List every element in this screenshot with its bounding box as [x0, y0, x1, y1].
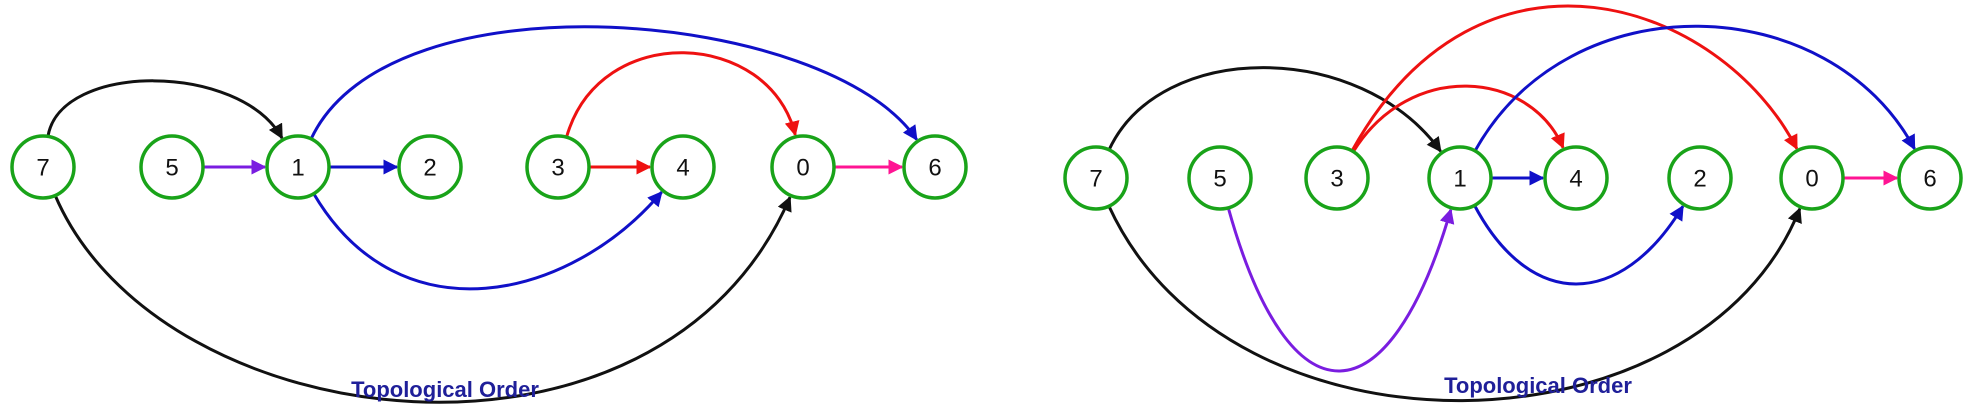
- node-label: 6: [928, 155, 941, 182]
- diagram-panel-right: 7 5 3 1 4 2 0 6: [1063, 4, 1963, 403]
- node-0: 0: [1779, 145, 1845, 211]
- node-label: 2: [1693, 166, 1706, 193]
- node-label: 3: [551, 155, 564, 182]
- edge-1-to-6: [309, 25, 918, 141]
- node-circle: [1304, 145, 1370, 211]
- node-label: 4: [1569, 166, 1582, 193]
- edge-3-to-4: [1352, 84, 1565, 153]
- node-circle: [1897, 145, 1963, 211]
- node-circle: [1063, 145, 1129, 211]
- node-label: 3: [1330, 166, 1343, 193]
- node-6: 6: [902, 134, 968, 200]
- node-circle: [525, 134, 591, 200]
- node-label: 5: [165, 155, 178, 182]
- node-label: 0: [1805, 166, 1818, 193]
- node-circle: [397, 134, 463, 200]
- node-circle: [1667, 145, 1733, 211]
- node-circle: [1427, 145, 1493, 211]
- node-label: 4: [676, 155, 689, 182]
- node-4: 4: [650, 134, 716, 200]
- node-circle: [265, 134, 331, 200]
- node-circle: [1543, 145, 1609, 211]
- node-label: 2: [423, 155, 436, 182]
- edge-5-to-1: [1226, 207, 1455, 373]
- node-5: 5: [1187, 145, 1253, 211]
- node-1: 1: [1427, 145, 1493, 211]
- diagram-panel-left: 7 5 1 2 3 4 0 6: [10, 25, 968, 404]
- edge-7-to-1: [46, 79, 284, 140]
- node-0: 0: [770, 134, 836, 200]
- node-label: 1: [1453, 166, 1466, 193]
- node-label: 7: [1089, 166, 1102, 193]
- edge-7-to-0: [1107, 205, 1802, 403]
- edge-1-to-4: [312, 191, 663, 291]
- node-circle: [139, 134, 205, 200]
- node-6: 6: [1897, 145, 1963, 211]
- node-2: 2: [397, 134, 463, 200]
- node-1: 1: [265, 134, 331, 200]
- node-label: 6: [1923, 166, 1936, 193]
- node-circle: [902, 134, 968, 200]
- caption-left: Topological Order: [351, 377, 539, 402]
- node-2: 2: [1667, 145, 1733, 211]
- edge-3-to-0: [1350, 4, 1799, 152]
- node-3: 3: [525, 134, 591, 200]
- node-circle: [10, 134, 76, 200]
- node-label: 1: [291, 155, 304, 182]
- node-label: 5: [1213, 166, 1226, 193]
- node-label: 7: [36, 155, 49, 182]
- edge-7-to-0: [53, 194, 792, 404]
- node-circle: [1187, 145, 1253, 211]
- node-4: 4: [1543, 145, 1609, 211]
- node-label: 0: [796, 155, 809, 182]
- node-circle: [770, 134, 836, 200]
- edge-1-to-6: [1473, 24, 1916, 152]
- edge-3-to-0: [565, 51, 800, 138]
- caption-right: Topological Order: [1444, 373, 1632, 398]
- node-circle: [650, 134, 716, 200]
- node-circle: [1779, 145, 1845, 211]
- edge-7-to-1: [1107, 66, 1442, 153]
- edge-1-to-2: [1473, 204, 1685, 286]
- node-7: 7: [10, 134, 76, 200]
- node-3: 3: [1304, 145, 1370, 211]
- node-7: 7: [1063, 145, 1129, 211]
- node-5: 5: [139, 134, 205, 200]
